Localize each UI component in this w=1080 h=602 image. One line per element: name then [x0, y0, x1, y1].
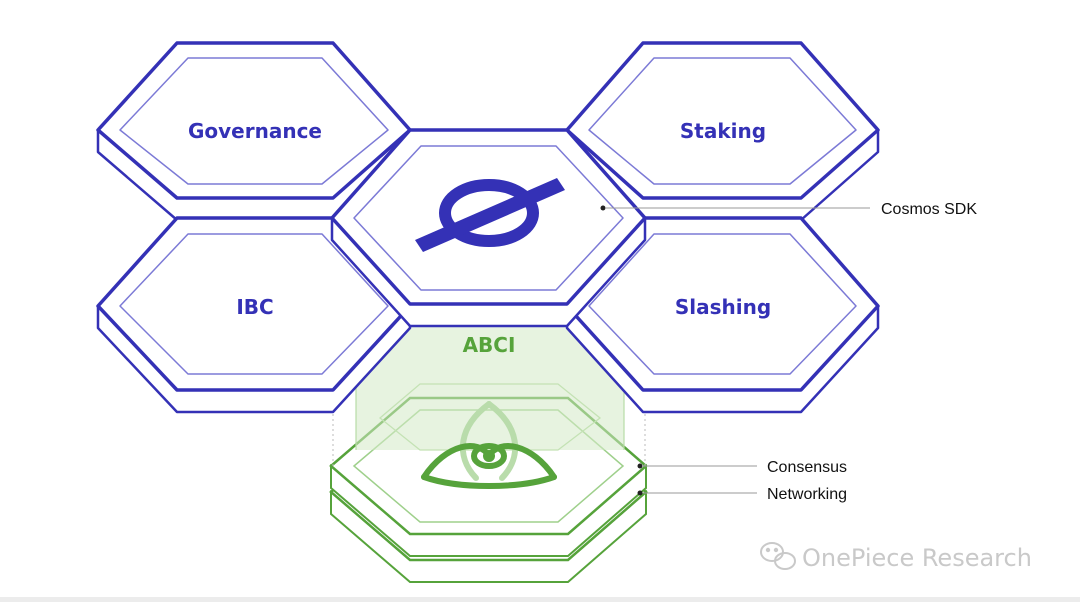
module-governance[interactable]: Governance — [96, 41, 412, 222]
callout-consensus: Consensus — [637, 459, 847, 476]
abci-label: ABCI — [463, 333, 516, 357]
tendermint-stack — [329, 326, 648, 583]
tendermint-logo-icon — [421, 401, 557, 489]
module-governance-label: Governance — [188, 119, 322, 143]
cosmos-sdk-callout-label: Cosmos SDK — [881, 201, 977, 218]
callout-cosmos-sdk: Cosmos SDK — [600, 201, 977, 218]
module-ibc[interactable]: IBC — [96, 216, 412, 414]
bottom-divider — [0, 597, 1080, 602]
watermark-text: OnePiece Research — [802, 544, 1032, 572]
consensus-callout-label: Consensus — [767, 459, 847, 476]
callout-networking: Networking — [637, 486, 847, 503]
module-center[interactable] — [330, 128, 647, 328]
networking-callout-label: Networking — [767, 486, 847, 503]
cosmos-sdk-logo-icon — [415, 178, 565, 252]
module-ibc-label: IBC — [236, 295, 273, 319]
module-slashing-label: Slashing — [675, 295, 771, 319]
module-staking-label: Staking — [680, 119, 766, 143]
module-slashing[interactable]: Slashing — [565, 216, 880, 414]
watermark: OnePiece Research — [760, 542, 1032, 572]
wechat-icon — [760, 542, 796, 570]
